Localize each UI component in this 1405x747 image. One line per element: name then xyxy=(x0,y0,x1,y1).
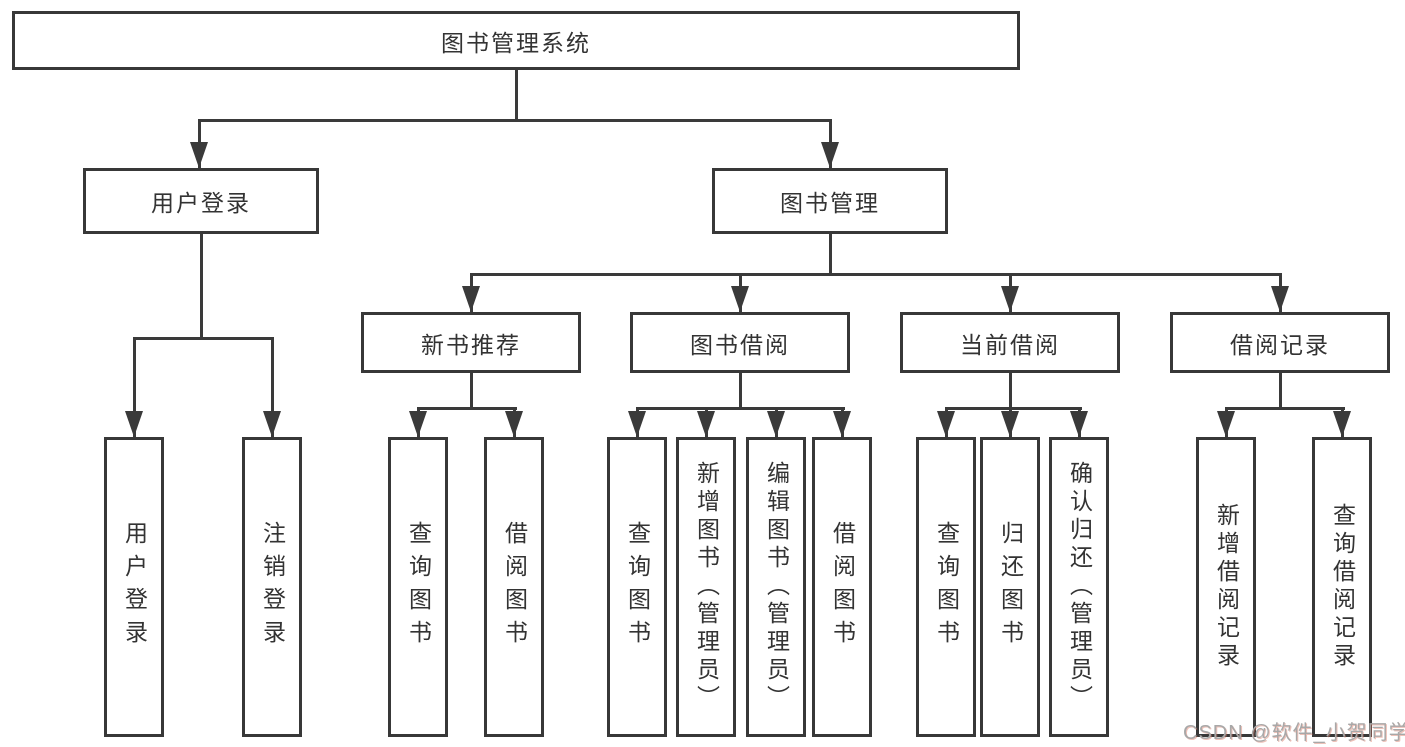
node-label: 查询图书 xyxy=(405,521,432,653)
arrowhead-icon xyxy=(1271,286,1289,312)
node-label: 新增图书（管理员） xyxy=(693,461,720,713)
arrowhead-icon xyxy=(697,411,715,437)
node-label: 图书管理 xyxy=(780,190,880,216)
node-label: 归还图书 xyxy=(997,521,1024,653)
connector-br-stem xyxy=(1279,373,1282,410)
node-label: 确认归还（管理员） xyxy=(1066,461,1093,713)
node-label: 查询图书 xyxy=(624,521,651,653)
node-bb-add-books-admin: 新增图书（管理员） xyxy=(676,437,736,737)
node-book-borrowing: 图书借阅 xyxy=(630,312,850,373)
node-borrowing-records: 借阅记录 xyxy=(1170,312,1390,373)
connector-root-stem xyxy=(515,70,518,120)
node-bb-edit-books-admin: 编辑图书（管理员） xyxy=(746,437,806,737)
arrowhead-icon xyxy=(1217,411,1235,437)
node-logout: 注销登录 xyxy=(242,437,302,737)
connector-userlogin-stem xyxy=(200,234,203,338)
arrowhead-icon xyxy=(462,286,480,312)
arrowhead-icon xyxy=(1333,411,1351,437)
node-label: 当前借阅 xyxy=(960,331,1060,358)
connector-rec-stem xyxy=(470,373,473,410)
node-label: 图书管理系统 xyxy=(441,29,591,56)
node-label: 借阅图书 xyxy=(829,521,856,653)
node-label: 查询借阅记录 xyxy=(1329,503,1356,671)
arrowhead-icon xyxy=(731,286,749,312)
arrowhead-icon xyxy=(1070,411,1088,437)
arrowhead-icon xyxy=(190,142,208,168)
connector-root-rail xyxy=(198,119,831,122)
node-new-book-recommend: 新书推荐 xyxy=(361,312,581,373)
connector-bookmgmt-stem xyxy=(829,234,832,276)
connector-br-rail xyxy=(1225,407,1345,410)
arrowhead-icon xyxy=(628,411,646,437)
connector-userlogin-rail xyxy=(133,337,274,340)
node-book-management-system: 图书管理系统 xyxy=(12,11,1020,70)
arrowhead-icon xyxy=(263,411,281,437)
arrowhead-icon xyxy=(125,411,143,437)
node-cb-query-books: 查询图书 xyxy=(916,437,976,737)
node-br-add-record: 新增借阅记录 xyxy=(1196,437,1256,737)
node-bb-borrow-books: 借阅图书 xyxy=(812,437,872,737)
node-current-borrowing: 当前借阅 xyxy=(900,312,1120,373)
node-label: 用户登录 xyxy=(151,190,251,216)
connector-cb-stem xyxy=(1009,373,1012,410)
arrowhead-icon xyxy=(833,411,851,437)
arrowhead-icon xyxy=(1001,286,1019,312)
node-label: 新增借阅记录 xyxy=(1213,503,1240,671)
connector-cb-rail xyxy=(945,407,1082,410)
arrowhead-icon xyxy=(505,411,523,437)
node-br-query-record: 查询借阅记录 xyxy=(1312,437,1372,737)
node-label: 查询图书 xyxy=(933,521,960,653)
node-label: 新书推荐 xyxy=(421,331,521,358)
arrowhead-icon xyxy=(409,411,427,437)
arrowhead-icon xyxy=(821,142,839,168)
connector-bookmgmt-rail xyxy=(470,273,1282,276)
node-bb-query-books: 查询图书 xyxy=(607,437,667,737)
connector-bb-stem xyxy=(739,373,742,410)
node-user-login: 用户登录 xyxy=(83,168,319,234)
node-rec-borrow-books: 借阅图书 xyxy=(484,437,544,737)
connector-drop-login xyxy=(133,337,136,437)
connector-drop-logout xyxy=(271,337,274,437)
node-rec-query-books: 查询图书 xyxy=(388,437,448,737)
node-label: 图书借阅 xyxy=(690,331,790,358)
node-label: 借阅记录 xyxy=(1230,331,1330,358)
connector-rec-rail xyxy=(417,407,517,410)
node-label: 注销登录 xyxy=(259,521,286,653)
arrowhead-icon xyxy=(767,411,785,437)
node-label: 编辑图书（管理员） xyxy=(763,461,790,713)
node-book-management: 图书管理 xyxy=(712,168,948,234)
connector-bb-rail xyxy=(636,407,845,410)
node-label: 借阅图书 xyxy=(501,521,528,653)
node-cb-confirm-return-admin: 确认归还（管理员） xyxy=(1049,437,1109,737)
node-cb-return-books: 归还图书 xyxy=(980,437,1040,737)
node-user-login-leaf: 用户登录 xyxy=(104,437,164,737)
arrowhead-icon xyxy=(1001,411,1019,437)
arrowhead-icon xyxy=(937,411,955,437)
csdn-watermark: CSDN @软件_小贺同学 xyxy=(1183,722,1405,744)
node-label: 用户登录 xyxy=(121,521,148,653)
